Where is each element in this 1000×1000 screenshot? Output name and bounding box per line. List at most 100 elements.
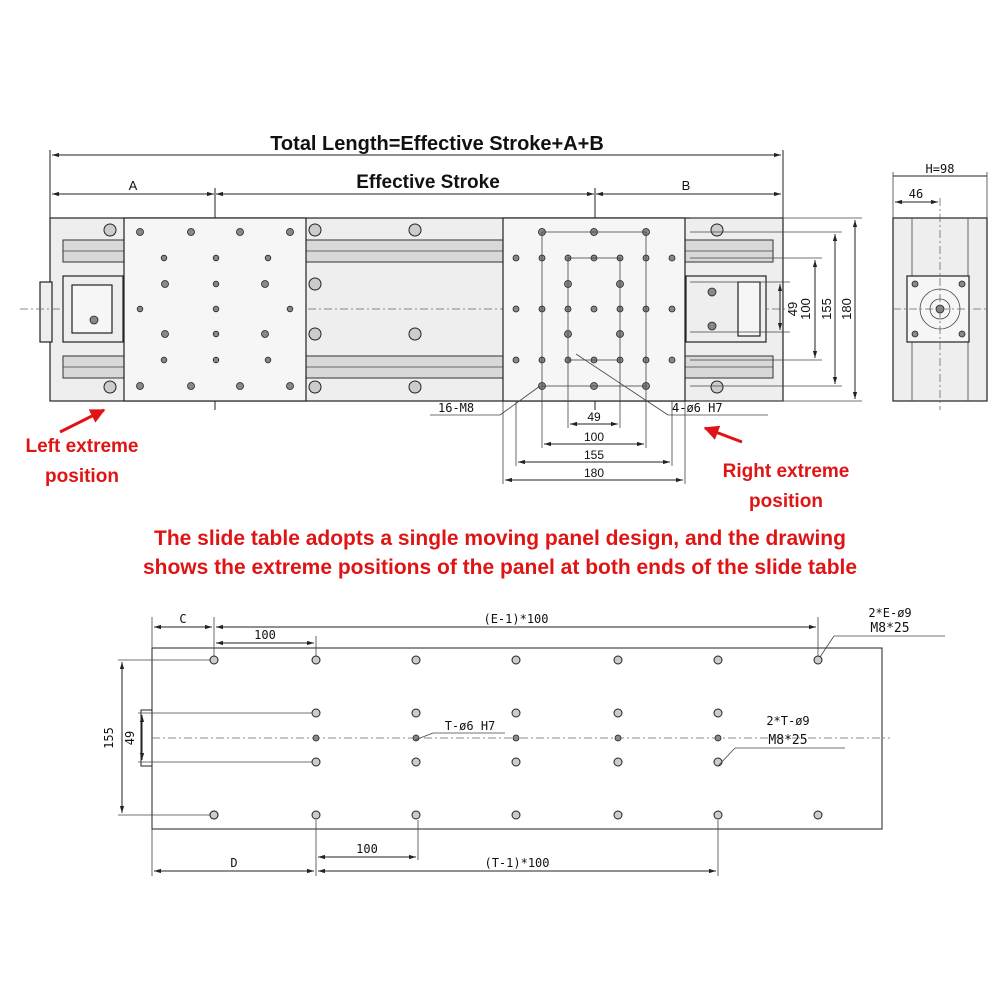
right-extreme-line2: position xyxy=(749,491,823,512)
mount-hole xyxy=(261,330,269,338)
mount-hole xyxy=(512,254,520,262)
bottom-hole xyxy=(713,655,723,665)
dowel-hole xyxy=(412,734,420,742)
dim-100-bottom: 100 xyxy=(356,842,378,856)
callout-e-thread: M8*25 xyxy=(870,621,909,636)
dowel-hole xyxy=(512,734,520,742)
bottom-hole xyxy=(511,655,521,665)
left-extreme-line1: Left extreme xyxy=(26,436,139,457)
bottom-hole xyxy=(813,810,823,820)
callout-4-phi6-h7: 4-ø6 H7 xyxy=(672,401,723,415)
dowel-hole xyxy=(614,734,622,742)
mount-hole xyxy=(668,254,676,262)
mount-hole xyxy=(212,330,220,338)
mount-hole xyxy=(136,228,144,236)
mount-hole xyxy=(136,382,144,390)
right-extreme-line1: Right extreme xyxy=(723,461,850,482)
dowel-hole xyxy=(714,734,722,742)
mount-hole xyxy=(264,356,272,364)
mount-hole xyxy=(261,280,269,288)
mount-hole xyxy=(161,280,169,288)
effective-stroke-label: Effective Stroke xyxy=(356,172,500,193)
mount-hole xyxy=(212,305,220,313)
dim-d: D xyxy=(230,856,237,870)
bottom-hole xyxy=(411,655,421,665)
dim-a-label: A xyxy=(129,178,138,193)
callout-t-dowel: T-ø6 H7 xyxy=(445,719,496,733)
dim-100-top: 100 xyxy=(254,628,276,642)
bottom-hole xyxy=(411,757,421,767)
dim-155-bottom: 155 xyxy=(102,727,116,749)
motor-stub xyxy=(39,281,53,343)
dowel-hole xyxy=(312,734,320,742)
mount-hole xyxy=(161,330,169,338)
note-line1: The slide table adopts a single moving p… xyxy=(154,527,846,550)
bottom-hole xyxy=(511,757,521,767)
bottom-hole xyxy=(511,810,521,820)
dim-180-vertical: 180 xyxy=(839,298,854,320)
dim-155-vertical: 155 xyxy=(819,298,834,320)
bottom-hole xyxy=(209,655,219,665)
bottom-hole xyxy=(613,708,623,718)
bottom-view: C 100 (E-1)*100 2*E-ø9 M8*25 155 49 T-ø6… xyxy=(102,606,945,876)
mount-hole xyxy=(212,280,220,288)
callout-16-m8: 16-M8 xyxy=(438,401,474,415)
mount-hole xyxy=(286,305,294,313)
mount-hole xyxy=(286,228,294,236)
mount-hole xyxy=(512,356,520,364)
dim-100-vertical: 100 xyxy=(798,298,813,320)
dim-t-spacing: (T-1)*100 xyxy=(484,856,549,870)
mount-hole xyxy=(212,356,220,364)
dim-49-bottom: 49 xyxy=(123,731,137,745)
mount-hole xyxy=(286,382,294,390)
end-view: H=98 46 xyxy=(892,162,988,410)
bottom-hole xyxy=(613,810,623,820)
mount-hole xyxy=(136,305,144,313)
mount-hole xyxy=(264,254,272,262)
mount-hole xyxy=(590,305,598,313)
bottom-hole xyxy=(209,810,219,820)
bottom-hole xyxy=(511,708,521,718)
left-extreme-line2: position xyxy=(45,466,119,487)
dim-155-horizontal: 155 xyxy=(584,448,604,462)
bottom-hole xyxy=(713,757,723,767)
mount-hole xyxy=(236,382,244,390)
dim-180-horizontal: 180 xyxy=(584,466,604,480)
callout-t-thread: M8*25 xyxy=(768,733,807,748)
bottom-hole xyxy=(613,655,623,665)
mount-hole xyxy=(668,305,676,313)
dim-e-spacing: (E-1)*100 xyxy=(483,612,548,626)
bottom-hole xyxy=(311,708,321,718)
note-line2: shows the extreme positions of the panel… xyxy=(143,556,857,579)
bottom-hole xyxy=(411,708,421,718)
dim-h-98: H=98 xyxy=(926,162,955,176)
dim-100-horizontal: 100 xyxy=(584,430,604,444)
callout-e-holes: 2*E-ø9 xyxy=(868,606,911,620)
mount-hole xyxy=(160,254,168,262)
bottom-hole xyxy=(311,810,321,820)
bottom-hole xyxy=(311,655,321,665)
dim-49-vertical: 49 xyxy=(785,302,800,316)
bottom-hole xyxy=(713,708,723,718)
dim-46: 46 xyxy=(909,187,923,201)
mount-hole xyxy=(236,228,244,236)
total-length-label: Total Length=Effective Stroke+A+B xyxy=(270,133,604,155)
bottom-hole xyxy=(411,810,421,820)
dim-b-label: B xyxy=(682,178,691,193)
bottom-hole xyxy=(311,757,321,767)
bottom-hole xyxy=(613,757,623,767)
dim-49-horizontal: 49 xyxy=(587,410,601,424)
callout-t-holes: 2*T-ø9 xyxy=(766,714,809,728)
mount-hole xyxy=(668,356,676,364)
mount-hole xyxy=(160,356,168,364)
dim-c: C xyxy=(179,612,186,626)
top-view: Total Length=Effective Stroke+A+B A Effe… xyxy=(20,133,862,512)
mount-hole xyxy=(187,228,195,236)
mount-hole xyxy=(512,305,520,313)
bottom-hole xyxy=(813,655,823,665)
bottom-hole xyxy=(713,810,723,820)
mount-hole xyxy=(212,254,220,262)
mount-hole xyxy=(187,382,195,390)
